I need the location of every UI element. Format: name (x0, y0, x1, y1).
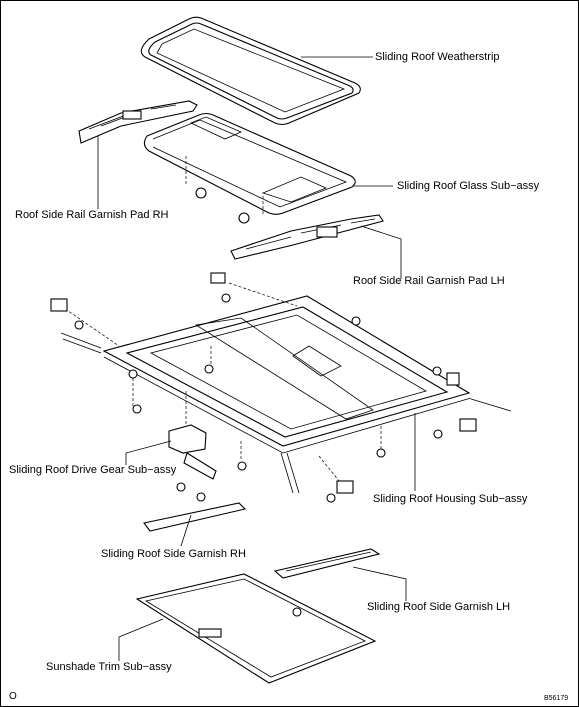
label-sunshade: Sunshade Trim Sub−assy (46, 661, 172, 673)
leader-garnish-lh (352, 566, 407, 601)
pad-rh-part (78, 100, 198, 144)
corner-mark: O (9, 691, 17, 702)
pad-lh-part (230, 214, 384, 260)
leader-pad-lh (360, 225, 402, 279)
weatherstrip-part (140, 16, 361, 126)
housing-part (50, 272, 512, 503)
glass-part (143, 112, 356, 224)
label-drive-gear: Sliding Roof Drive Gear Sub−assy (9, 464, 177, 476)
label-weatherstrip: Sliding Roof Weatherstrip (375, 51, 500, 63)
leader-drive-gear (125, 440, 172, 465)
garnish-rh-part (143, 502, 247, 532)
leader-sunshade (118, 618, 164, 661)
label-pad-lh: Roof Side Rail Garnish Pad LH (353, 275, 505, 287)
leader-garnish-rh (180, 514, 192, 547)
sunshade-part (135, 573, 377, 684)
label-garnish-rh: Sliding Roof Side Garnish RH (101, 548, 246, 560)
figure-code: B56179 (544, 695, 569, 702)
drive-gear-part (168, 424, 217, 502)
label-pad-rh: Roof Side Rail Garnish Pad RH (15, 209, 169, 221)
label-garnish-lh: Sliding Roof Side Garnish LH (367, 601, 511, 613)
label-housing: Sliding Roof Housing Sub−assy (373, 493, 528, 505)
garnish-lh-part (273, 548, 381, 579)
label-glass: Sliding Roof Glass Sub−assy (397, 180, 540, 192)
